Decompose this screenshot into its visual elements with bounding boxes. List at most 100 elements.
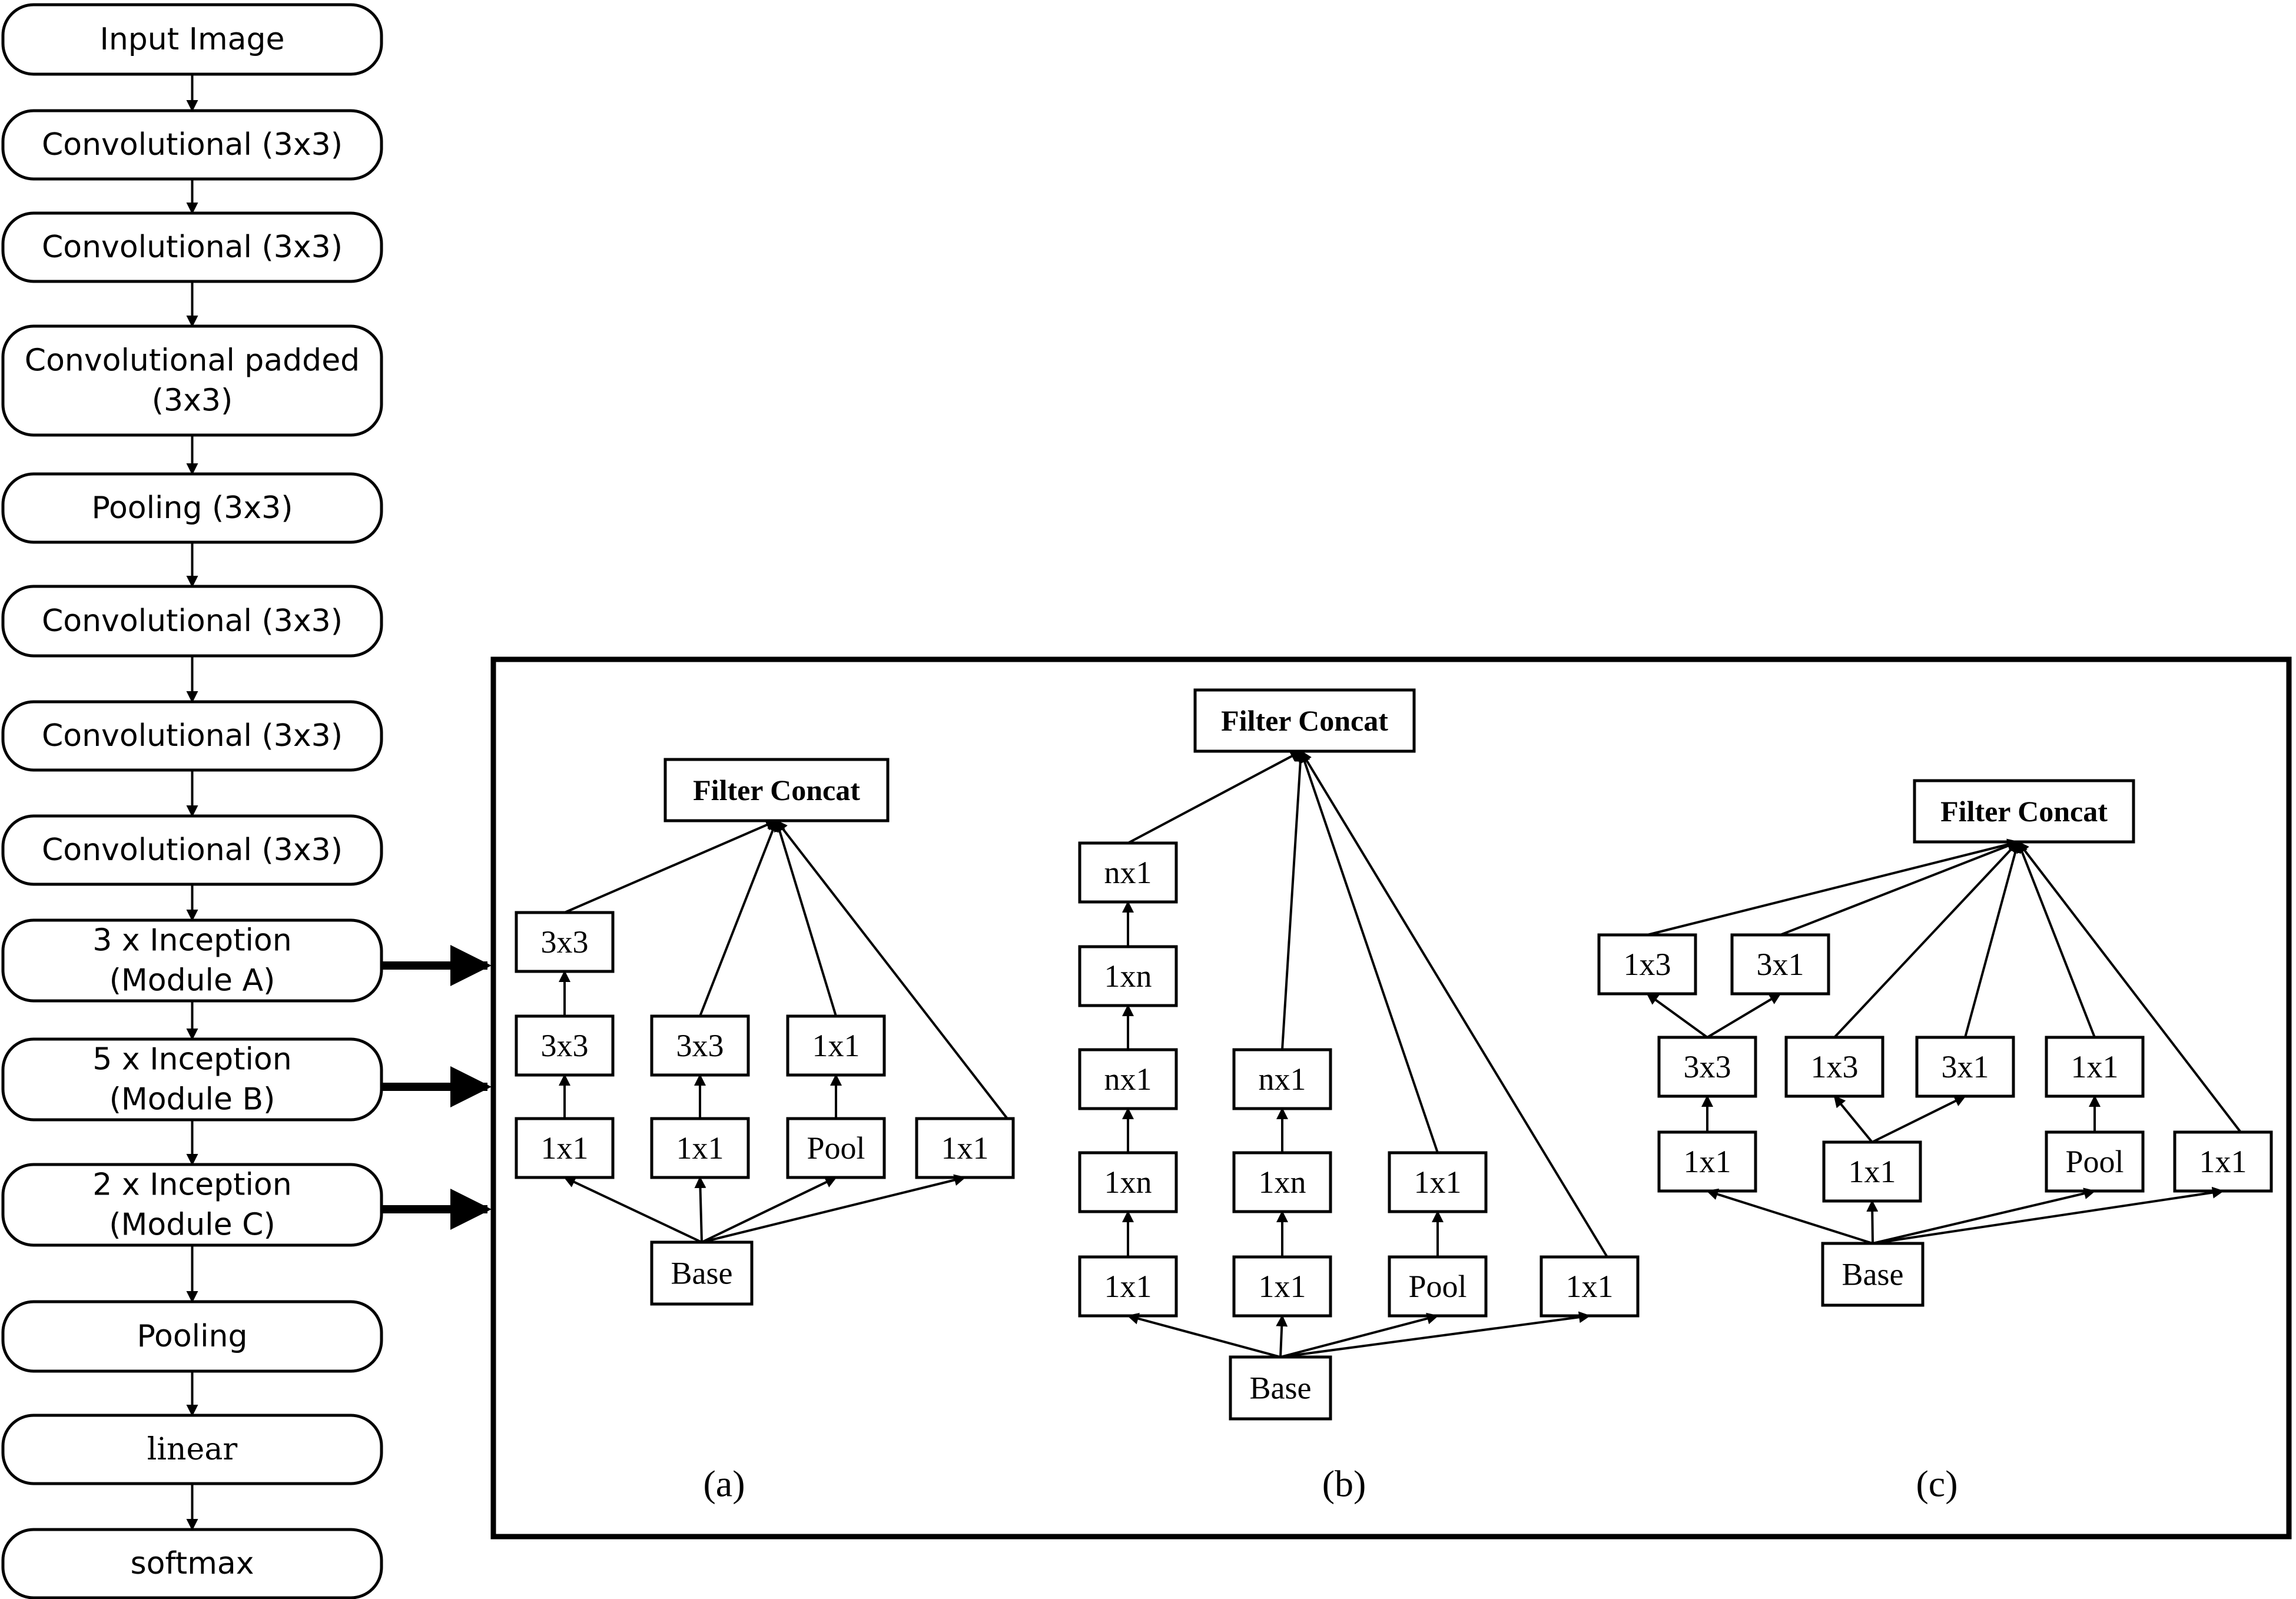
box-frame xyxy=(650,1117,750,1179)
box-label: 1xn xyxy=(1104,958,1152,994)
pipeline-step-convpad: Convolutional padded(3x3) xyxy=(1,324,383,437)
box-label: 3x1 xyxy=(1757,947,1804,982)
module-b-box-b_nx1_b2: nx1 xyxy=(1232,1048,1332,1110)
box-frame xyxy=(663,758,890,822)
module-a-box-a_1x1_b1: 1x1 xyxy=(515,1117,615,1179)
module-c-box-c_3x3: 3x3 xyxy=(1657,1036,1757,1098)
module-c-arrow-to-concat xyxy=(1780,840,2019,936)
module-c-arrow-from-base xyxy=(1872,1187,2096,1245)
box-frame xyxy=(1078,1255,1178,1318)
pipeline-step-conv5: Convolutional (3x3) xyxy=(1,814,383,886)
module-a-arrow-to-concat xyxy=(699,820,778,1017)
module-c-arrow-from-base xyxy=(1872,1186,2224,1245)
box-label: 3x3 xyxy=(541,1028,589,1063)
module-a-arrow-from-base xyxy=(701,1176,837,1243)
box-frame xyxy=(1388,1151,1488,1213)
pipeline-label: Convolutional (3x3) xyxy=(42,127,343,162)
module-a-box-a_3x3_top: 3x3 xyxy=(515,911,615,973)
module-c-arrow-to-concat xyxy=(2016,841,2096,1038)
box-label: 1x1 xyxy=(1566,1269,1614,1304)
module-c-arrow-to-concat xyxy=(1647,838,2019,936)
module-c-arrow-to-concat xyxy=(1964,841,2021,1038)
box-label: 3x1 xyxy=(1942,1049,1989,1084)
pipeline-label: 5 x Inception xyxy=(92,1042,291,1077)
box-frame xyxy=(1193,688,1416,753)
module-b-box-b_pool: Pool xyxy=(1388,1255,1488,1318)
pipeline-step-pool2: Pooling xyxy=(1,1300,383,1373)
module-c-box-c_3x1_b: 3x1 xyxy=(1915,1036,2015,1098)
module-c-box-c_1x1_b1: 1x1 xyxy=(1657,1130,1757,1193)
box-frame xyxy=(1078,1151,1178,1213)
module-b-arrow-to-concat xyxy=(1281,750,1306,1050)
box-label: nx1 xyxy=(1104,855,1152,890)
box-label: nx1 xyxy=(1259,1061,1306,1097)
module-c-arrow xyxy=(1646,993,1708,1039)
box-frame xyxy=(1078,1048,1178,1110)
module-c-box-c_pool: Pool xyxy=(2045,1130,2145,1193)
box-label: Pool xyxy=(807,1130,865,1166)
pipeline-label: softmax xyxy=(131,1546,254,1581)
box-label: Base xyxy=(1842,1257,1904,1292)
pipeline-label: Convolutional (3x3) xyxy=(42,832,343,868)
box-label: Pool xyxy=(2065,1144,2124,1179)
box-label: Base xyxy=(1250,1371,1312,1406)
box-label: 1x1 xyxy=(2199,1144,2247,1179)
module-c-box-c_1x3_b: 1x3 xyxy=(1784,1036,1884,1098)
box-frame xyxy=(1232,1048,1332,1110)
module-a-box-a_3x3_b2: 3x3 xyxy=(650,1014,750,1077)
box-label: 1xn xyxy=(1259,1165,1306,1200)
box-label: 1x1 xyxy=(1684,1144,1731,1179)
box-frame xyxy=(2173,1130,2273,1193)
module-b-arrow-to-concat xyxy=(1300,750,1608,1258)
pipeline-step-incA: 3 x Inception(Module A) xyxy=(1,918,383,1003)
module-b-caption: (b) xyxy=(1322,1463,1366,1505)
box-frame xyxy=(1078,841,1178,904)
box-frame xyxy=(1229,1355,1332,1421)
box-label: 1x1 xyxy=(1849,1154,1896,1189)
pipeline-step-conv2: Convolutional (3x3) xyxy=(1,211,383,283)
module-b-box-b_1xn_2: 1xn xyxy=(1078,945,1178,1007)
pipeline-label: 3 x Inception xyxy=(92,923,291,958)
pipeline-step-incC: 2 x Inception (Module C) xyxy=(1,1163,383,1247)
box-label: 1x1 xyxy=(812,1028,860,1063)
pipeline-step-incB: 5 x Inception(Module B) xyxy=(1,1037,383,1122)
module-b-arrow-from-base xyxy=(1276,1315,1288,1358)
box-label: 1x1 xyxy=(2071,1049,2119,1084)
box-label: 1x3 xyxy=(1811,1049,1859,1084)
module-a-arrow-from-base xyxy=(563,1176,702,1243)
module-a-box-a_1x1_b3: 1x1 xyxy=(786,1014,886,1077)
module-c-box-base: Base xyxy=(1821,1242,1925,1307)
module-b-arrow-from-base xyxy=(1127,1313,1281,1358)
pipeline-label: 2 x Inception xyxy=(92,1167,291,1203)
module-c-box-c_1x1_b3: 1x1 xyxy=(2045,1036,2145,1098)
module-b-box-concat: Filter Concat xyxy=(1193,688,1416,753)
pipeline-label: linear xyxy=(147,1432,238,1467)
module-a-box-base: Base xyxy=(650,1240,754,1306)
module-b-arrow-to-concat xyxy=(1127,750,1302,844)
pipeline-label: Convolutional padded xyxy=(25,343,360,379)
box-label: 1x1 xyxy=(541,1130,589,1166)
pipeline-box xyxy=(1,1528,383,1599)
box-label: 1x1 xyxy=(1414,1165,1462,1200)
pipeline-label: (Module C) xyxy=(109,1207,276,1243)
pipeline-label: Pooling xyxy=(137,1319,248,1354)
pipeline-step-conv3: Convolutional (3x3) xyxy=(1,585,383,658)
pipeline-label: Convolutional (3x3) xyxy=(42,603,343,639)
module-b-box-base: Base xyxy=(1229,1355,1332,1421)
box-label: 3x3 xyxy=(676,1028,724,1063)
box-label: 3x3 xyxy=(541,924,589,960)
module-a-arrow-to-concat xyxy=(775,820,1008,1120)
pipeline-step-pool1: Pooling (3x3) xyxy=(1,472,383,544)
box-label: Filter Concat xyxy=(1940,795,2108,828)
box-label: Filter Concat xyxy=(693,774,860,807)
pipeline-label: Input Image xyxy=(99,22,284,57)
module-b-box-b_1x1_b2: 1x1 xyxy=(1232,1255,1332,1318)
box-label: 1x3 xyxy=(1624,947,1671,982)
box-frame xyxy=(1388,1255,1488,1318)
module-a-box-a_pool: Pool xyxy=(786,1117,886,1179)
